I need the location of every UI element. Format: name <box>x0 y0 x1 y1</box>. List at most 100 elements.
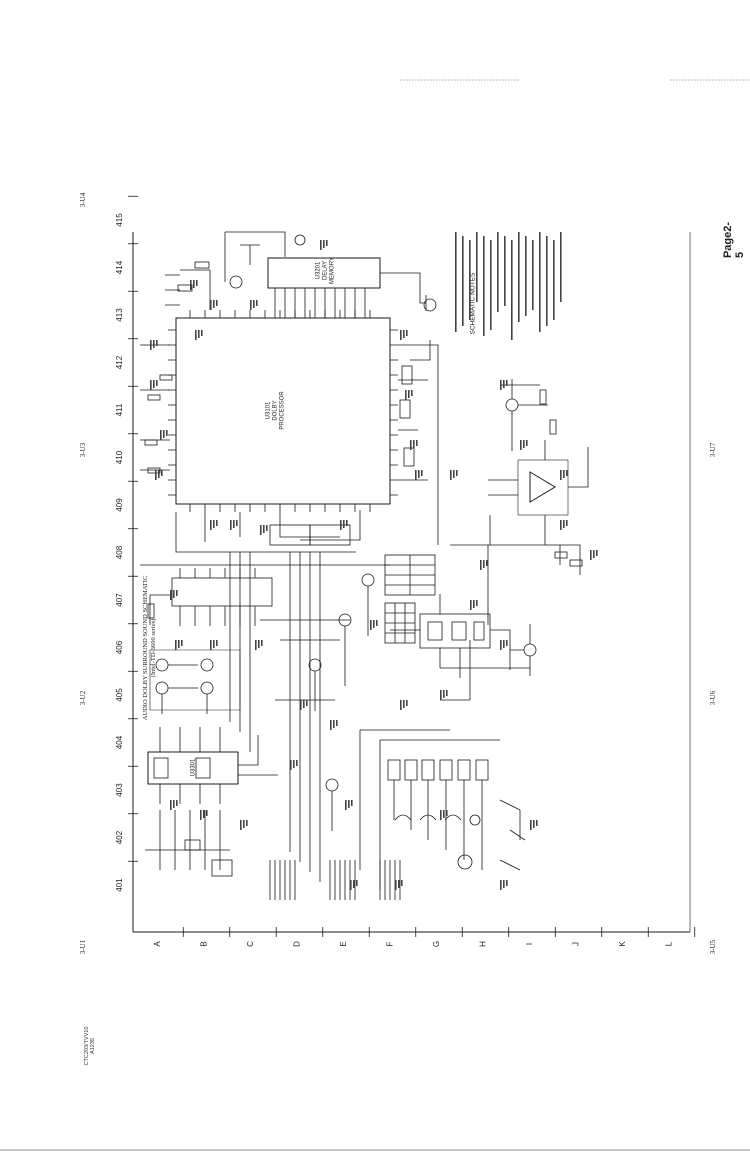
annotation-mark <box>376 620 378 626</box>
annotation-mark <box>176 800 178 806</box>
annotation-mark <box>190 280 192 290</box>
annotation-mark <box>473 600 475 608</box>
annotation-mark <box>236 520 238 526</box>
annotation-mark <box>210 520 212 530</box>
annotation-mark <box>200 810 202 820</box>
annotation-mark <box>500 880 502 890</box>
page-ref-upper-left: 3-U2 <box>79 690 88 706</box>
annotation-mark <box>246 820 248 826</box>
row-ticks <box>182 927 696 937</box>
annotation-mark <box>243 820 245 828</box>
delay-line2: DELAY <box>322 260 329 281</box>
column-labels: 4014024034044054064074084094104114124134… <box>115 213 124 892</box>
column-label: 402 <box>115 830 124 844</box>
row-label: I <box>525 943 534 945</box>
button-6 <box>475 759 489 781</box>
annotation-mark <box>476 600 478 606</box>
page-ref-top-left: 3-U4 <box>79 192 88 208</box>
annotation-mark <box>250 300 252 310</box>
annotation-mark <box>193 280 195 288</box>
annotation-mark <box>156 380 158 386</box>
opamp <box>529 471 556 503</box>
annotation-mark <box>300 700 302 710</box>
annotation-mark <box>506 380 508 386</box>
annotation-mark <box>333 720 335 728</box>
corner-note-line2: A1235 <box>90 1038 96 1054</box>
annotation-mark <box>401 880 403 886</box>
annotation-mark <box>416 440 418 446</box>
row-label: G <box>432 941 441 947</box>
delay-chip-label: U3201 DELAY MEMORY <box>316 241 337 301</box>
annotation-mark <box>175 640 177 650</box>
annotation-mark <box>450 470 452 480</box>
chip-408 <box>171 577 273 607</box>
notes-text-line <box>462 236 464 326</box>
transistor-q9 <box>523 643 537 657</box>
transistor-q2 <box>200 681 214 695</box>
transistor-q10 <box>505 398 519 412</box>
annotation-mark <box>350 880 352 890</box>
annotation-mark <box>440 690 442 700</box>
annotation-mark <box>506 640 508 646</box>
annotation-mark <box>523 440 525 448</box>
annotation-mark <box>456 470 458 476</box>
transistor-top-2 <box>294 234 306 246</box>
u3301-label: U3301 <box>190 758 197 777</box>
component-annotations <box>150 232 598 890</box>
annotation-mark <box>500 640 502 650</box>
column-label: 410 <box>115 450 124 464</box>
wiring <box>140 231 589 900</box>
page-ref-lower-mid: 3-U6 <box>709 690 718 706</box>
column-label: 414 <box>115 260 124 274</box>
schematic-notes-title: SCHEMATIC NOTES <box>469 272 477 335</box>
annotation-mark <box>563 520 565 528</box>
row-label: D <box>293 941 302 947</box>
notes-text-line <box>560 232 562 302</box>
annotation-mark <box>593 550 595 558</box>
delay-ref: U3201 <box>315 261 322 280</box>
annotation-mark <box>173 800 175 808</box>
annotation-mark <box>326 240 328 246</box>
annotation-mark <box>533 820 535 828</box>
annotation-mark <box>293 760 295 768</box>
annotation-mark <box>440 810 442 820</box>
annotation-mark <box>158 470 160 478</box>
annotation-mark <box>418 470 420 478</box>
transistor-q4 <box>200 658 214 672</box>
annotation-mark <box>210 640 212 650</box>
annotation-mark <box>166 430 168 436</box>
annotation-mark <box>566 470 568 476</box>
annotation-mark <box>258 640 260 648</box>
annotation-mark <box>563 470 565 478</box>
notes-text-line <box>525 236 527 316</box>
column-label: 405 <box>115 688 124 702</box>
schematic-title-line2: (Intel-TD-3600 series) <box>150 618 157 678</box>
transistor-q8 <box>361 573 375 587</box>
schematic-title: AUDIO DOLBY SURROUND SOUND SCHEMATIC (In… <box>142 548 158 748</box>
annotation-mark <box>160 430 162 440</box>
row-label: C <box>246 941 255 947</box>
transistor-top <box>229 275 243 289</box>
annotation-mark <box>503 380 505 388</box>
annotation-mark <box>526 440 528 446</box>
row-label: A <box>153 941 162 947</box>
annotation-mark <box>261 640 263 646</box>
annotation-mark <box>483 560 485 568</box>
row-label: B <box>200 941 209 946</box>
notes-text-line <box>483 236 485 336</box>
annotation-mark <box>163 430 165 438</box>
annotation-mark <box>323 240 325 248</box>
annotation-mark <box>256 300 258 306</box>
annotation-mark <box>213 520 215 528</box>
annotation-mark <box>176 590 178 596</box>
annotation-mark <box>373 620 375 628</box>
annotation-mark <box>351 800 353 806</box>
annotation-mark <box>303 700 305 708</box>
button-1 <box>387 759 401 781</box>
annotation-mark <box>560 470 562 480</box>
annotation-mark <box>196 280 198 286</box>
column-label: 409 <box>115 498 124 512</box>
column-label: 412 <box>115 355 124 369</box>
